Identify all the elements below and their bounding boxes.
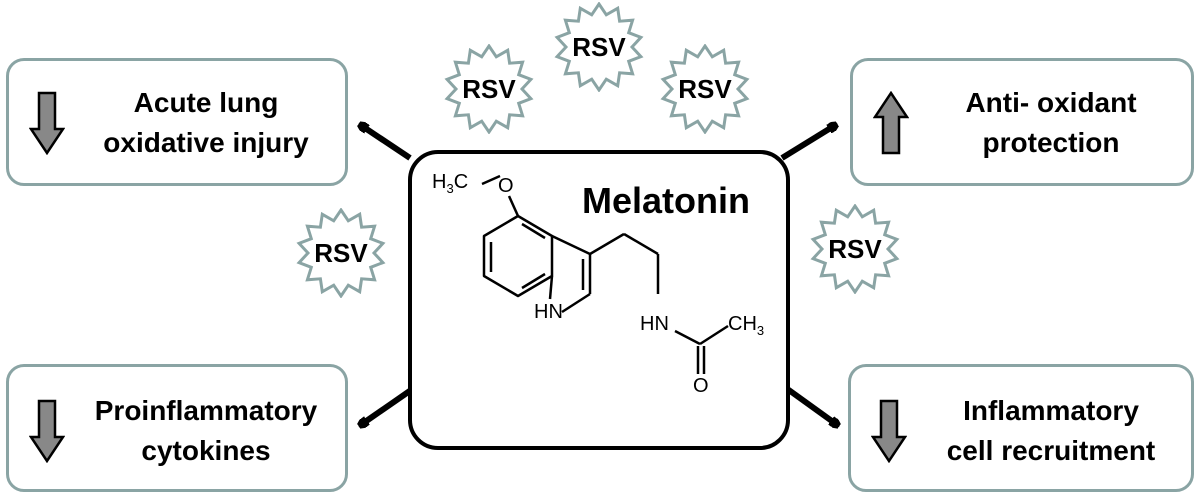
up-arrow-icon [873, 91, 909, 155]
rsv-virus-top-center: RSV [554, 1, 644, 93]
rsv-virus-right: RSV [810, 203, 900, 295]
oxygen-label: O [498, 175, 514, 197]
h3c-label: H3C [432, 171, 468, 196]
rsv-virus-left: RSV [296, 207, 386, 299]
virus-star-icon [296, 207, 386, 299]
carbonyl-oxygen-label: O [693, 375, 709, 397]
down-arrow-icon [871, 399, 907, 463]
arrow-to-top-right [780, 126, 834, 161]
virus-star-shape [554, 1, 644, 93]
chain-nh-label: HN [640, 313, 669, 335]
effect-label: Proinflammatory cytokines [94, 395, 318, 466]
arrow-to-bottom-right [784, 385, 836, 424]
effect-label: Anti- oxidant protection [965, 87, 1137, 158]
ch3-label: CH3 [728, 313, 764, 338]
virus-star-icon [444, 43, 534, 135]
effect-label: Acute lung oxidative injury [103, 87, 309, 158]
rsv-label: RSV [572, 32, 626, 62]
melatonin-title: Melatonin [582, 180, 750, 221]
virus-star-icon [554, 1, 644, 93]
melatonin-box: Melatonin H3C O [408, 150, 790, 450]
rsv-label: RSV [462, 74, 516, 104]
virus-star-shape [660, 43, 750, 135]
virus-star-icon [660, 43, 750, 135]
virus-star-shape [296, 207, 386, 299]
rsv-label: RSV [678, 74, 732, 104]
effect-label: Inflammatory cell recruitment [946, 395, 1156, 466]
arrow-to-top-left [362, 126, 412, 161]
virus-star-shape [444, 43, 534, 135]
ring-nh-label: HN [534, 301, 563, 323]
effect-box-bottom-right: Inflammatory cell recruitment [848, 364, 1194, 492]
virus-star-shape [810, 203, 900, 295]
rsv-virus-top-left: RSV [444, 43, 534, 135]
arrow-to-bottom-left [362, 385, 416, 424]
effect-box-top-right: Anti- oxidant protection [850, 58, 1194, 186]
rsv-virus-top-right: RSV [660, 43, 750, 135]
down-arrow-icon [29, 91, 65, 155]
melatonin-structure: H3C O HN HN CH3 O [432, 171, 764, 397]
virus-star-icon [810, 203, 900, 295]
down-arrow-icon [29, 399, 65, 463]
rsv-label: RSV [828, 234, 882, 264]
effect-box-top-left: Acute lung oxidative injury [6, 58, 348, 186]
effect-box-bottom-left: Proinflammatory cytokines [6, 364, 348, 492]
rsv-label: RSV [314, 238, 368, 268]
